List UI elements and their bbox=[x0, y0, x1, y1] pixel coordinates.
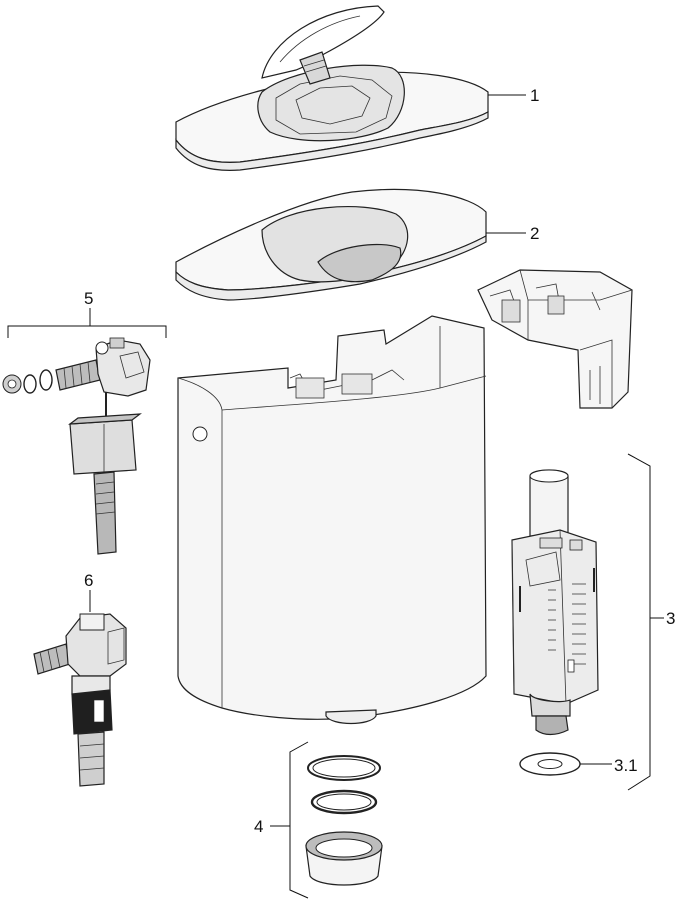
part-3-1-seal bbox=[519, 752, 581, 776]
part-5-fill-valve bbox=[2, 308, 167, 555]
part-4-seal-set bbox=[305, 755, 383, 886]
callout-3-1: 3.1 bbox=[614, 756, 638, 775]
part-2-cover bbox=[175, 188, 487, 301]
callout-1: 1 bbox=[530, 86, 539, 105]
part-1-cover-with-flap bbox=[175, 5, 489, 171]
bracket-5 bbox=[7, 325, 167, 338]
callout-5: 5 bbox=[84, 289, 93, 308]
part-3-flush-valve bbox=[511, 469, 599, 736]
callout-3: 3 bbox=[666, 609, 675, 628]
bracket-3 bbox=[627, 453, 651, 791]
callout-4: 4 bbox=[254, 817, 263, 836]
callout-6: 6 bbox=[84, 571, 93, 590]
actuator-bracket bbox=[477, 269, 633, 409]
part-6-fill-valve bbox=[33, 590, 127, 787]
bracket-4 bbox=[289, 741, 309, 899]
cistern-tank bbox=[177, 315, 487, 725]
callout-2: 2 bbox=[530, 224, 539, 243]
